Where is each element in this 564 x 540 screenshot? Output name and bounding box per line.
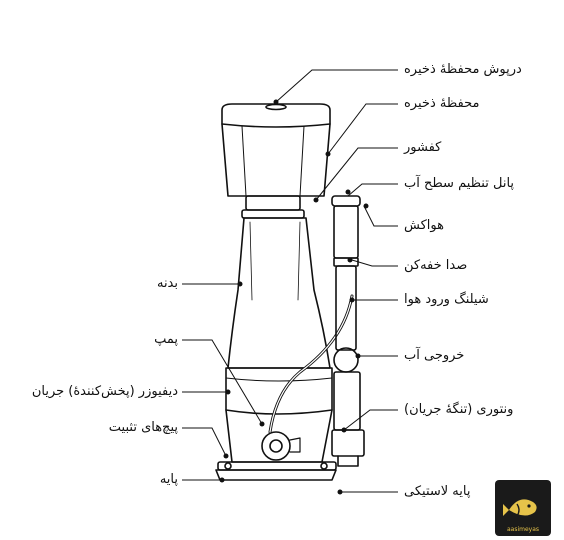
- leader-mounting-screws: [182, 427, 227, 457]
- leader-reservoir: [327, 103, 398, 155]
- lid-handle: [265, 103, 287, 111]
- label-air-hose: شیلنگ ورود هوا: [404, 292, 489, 307]
- leader-reservoir-lid: [275, 69, 398, 103]
- label-diffuser: دیفیوزر (پخش‌کنندهٔ) جریان: [31, 384, 178, 399]
- label-base-rubber: پایه لاستیکی: [404, 484, 471, 499]
- silencer-shape: [333, 257, 359, 267]
- venturi-shape: [331, 429, 365, 457]
- site-logo: aasimeyas: [495, 480, 551, 536]
- base-shape: [215, 469, 337, 481]
- level-panel-cap: [331, 195, 361, 207]
- label-venturi: ونتوری (تنگهٔ جریان): [404, 402, 514, 417]
- leader-venturi: [343, 409, 398, 431]
- label-reservoir: محفظهٔ ذخیره: [404, 96, 480, 111]
- pump-shape: [261, 431, 291, 461]
- leader-foam-cup: [315, 147, 398, 201]
- label-water-outlet: خروجی آب: [404, 348, 465, 363]
- label-silencer: صدا خفه‌کن: [404, 258, 468, 273]
- label-mounting-screws: پیچ‌های تثبیت: [108, 420, 178, 435]
- label-reservoir-lid: درپوش محفظهٔ ذخیره: [404, 62, 522, 77]
- leader-silencer: [351, 259, 398, 267]
- label-base: پایه: [159, 472, 178, 487]
- label-water-level-panel: پانل تنظیم سطح آب: [404, 176, 515, 191]
- label-pump: پمپ: [154, 332, 178, 347]
- leader-pump: [182, 339, 263, 425]
- label-foam-cup: کفشور: [404, 140, 442, 155]
- label-air-intake: هواکش: [404, 218, 444, 233]
- leader-level-panel: [347, 183, 398, 197]
- label-body: بدنه: [156, 276, 178, 291]
- body-shape: [227, 217, 331, 369]
- outlet-shape: [333, 347, 359, 373]
- leader-air-intake: [363, 205, 398, 227]
- pump-chamber: [225, 409, 333, 463]
- reservoir-shape: [221, 123, 331, 197]
- fish-logo-icon: [503, 499, 537, 517]
- reservoir-lid-shape: [221, 103, 331, 128]
- foam-cup-neck: [245, 195, 301, 211]
- logo-text: aasimeyas: [506, 526, 540, 533]
